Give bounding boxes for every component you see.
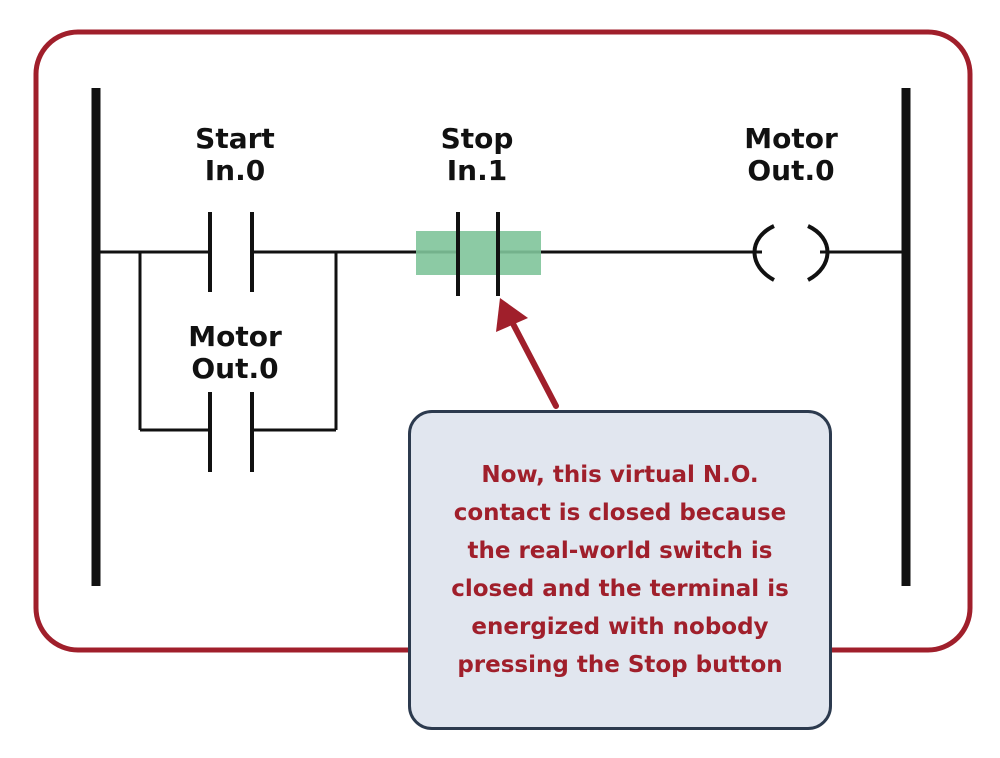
stop-contact-highlight — [416, 231, 541, 275]
start-contact — [208, 212, 254, 292]
callout-text: Now, this virtual N.O. contact is closed… — [451, 456, 789, 684]
stop-contact-address: In.1 — [447, 154, 507, 187]
callout-line: pressing the Stop button — [457, 652, 783, 678]
callout-line: closed and the terminal is — [451, 576, 789, 602]
start-contact-address: In.0 — [205, 154, 265, 187]
callout-line: Now, this virtual N.O. — [481, 462, 759, 488]
callout-line: contact is closed because — [453, 500, 787, 526]
callout-line: energized with nobody — [471, 614, 769, 640]
stop-contact-name: Stop — [441, 122, 514, 155]
pointer-arrow — [496, 298, 559, 409]
seal-in-contact — [208, 392, 254, 472]
motor-coil — [752, 224, 830, 282]
callout-line: the real-world switch is — [467, 538, 773, 564]
start-contact-name: Start — [195, 122, 275, 155]
seal-in-contact-name: Motor — [188, 320, 282, 353]
coil-name: Motor — [744, 122, 838, 155]
coil-address: Out.0 — [747, 154, 834, 187]
stop-contact — [456, 212, 500, 296]
rung-wires — [96, 250, 906, 432]
explanation-callout: Now, this virtual N.O. contact is closed… — [408, 410, 832, 730]
seal-in-contact-address: Out.0 — [191, 352, 278, 385]
